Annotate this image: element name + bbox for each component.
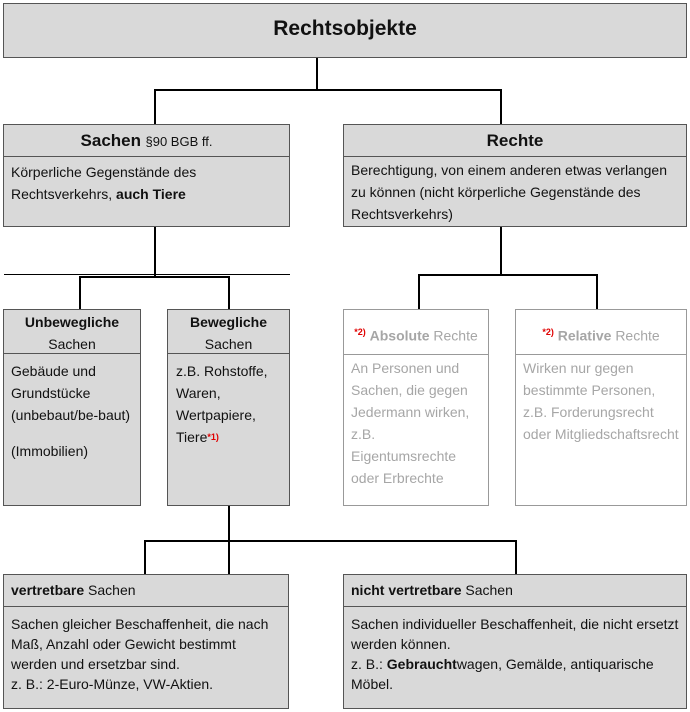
absolut-box: *2) Absolute Rechte An Personen und Sach… <box>343 309 489 506</box>
relativ-box: *2) Relative Rechte Wirken nur gegen bes… <box>515 309 687 506</box>
sachen-box: Sachen §90 BGB ff. Körperliche Gegenstän… <box>3 124 290 227</box>
sachen-title: Sachen <box>80 131 142 150</box>
unbeweglich-desc-2: (Immobilien) <box>11 443 89 459</box>
rechte-description: Berechtigung, von einem anderen etwas ve… <box>351 162 667 222</box>
nicht-vertretbar-desc-2-pre: z. B.: <box>351 656 387 672</box>
connector-to-sachen <box>154 89 156 124</box>
unbeweglich-subtitle: Sachen <box>48 336 96 352</box>
vertretbar-desc-2: z. B.: 2-Euro-Münze, VW-Aktien. <box>11 676 214 692</box>
connector-root-down <box>316 57 318 91</box>
relativ-subtitle: Rechte <box>615 327 660 344</box>
connector-sachen-split <box>79 276 230 278</box>
connector-beweglich-split <box>144 540 517 542</box>
footnote-mark-2a: *2) <box>354 327 366 337</box>
connector-to-vertretbar <box>144 540 146 574</box>
absolut-header: *2) Absolute Rechte <box>344 310 488 355</box>
nicht-vertretbar-desc-2-post: wagen, Gemälde, antiquarische Möbel. <box>351 656 654 692</box>
connector-to-relativ <box>596 274 598 309</box>
unbeweglich-box: Unbewegliche Sachen Gebäude und Grundstü… <box>3 309 141 506</box>
rechte-box: Rechte Berechtigung, von einem anderen e… <box>343 124 687 227</box>
connector-root-horizontal <box>154 89 502 91</box>
nicht-vertretbar-subtitle: Sachen <box>465 582 513 598</box>
sachen-desc-bold: auch Tiere <box>116 186 186 202</box>
sachen-description: Körperliche Gegenstände des Rechtsverkeh… <box>4 157 289 226</box>
connector-to-nicht-vertretbar <box>515 540 517 574</box>
absolut-title: Absolute <box>369 327 430 344</box>
nicht-vertretbar-header: nicht vertretbare Sachen <box>344 575 686 607</box>
nicht-vertretbar-description: Sachen individueller Beschaffenheit, die… <box>344 607 686 708</box>
sachen-ref: §90 BGB ff. <box>145 134 213 149</box>
footnote-mark-1: *1) <box>207 432 219 442</box>
rechte-header: Rechte <box>344 125 686 157</box>
unbeweglich-header: Unbewegliche Sachen <box>4 310 140 354</box>
vertretbar-title: vertretbare <box>11 582 85 598</box>
relativ-title: Relative <box>557 327 612 344</box>
connector-sachen-down <box>154 226 156 276</box>
beweglich-header: Bewegliche Sachen <box>168 310 289 354</box>
vertretbar-subtitle: Sachen <box>88 582 136 598</box>
connector-rechte-down <box>500 226 502 276</box>
vertretbar-description: Sachen gleicher Beschaffenheit, die nach… <box>4 607 288 708</box>
beweglich-box: Bewegliche Sachen z.B. Rohstoffe, Waren,… <box>167 309 290 506</box>
vertretbar-box: vertretbare Sachen Sachen gleicher Besch… <box>3 574 289 709</box>
relativ-header: *2) Relative Rechte <box>516 310 686 355</box>
connector-to-unbeweglich <box>79 276 81 309</box>
unbeweglich-desc-1: Gebäude und Grundstücke (unbebaut/be-bau… <box>11 363 131 423</box>
connector-rechte-split <box>418 274 598 276</box>
nicht-vertretbar-title: nicht vertretbare <box>351 582 462 598</box>
nicht-vertretbar-desc-2-bold: Gebraucht <box>386 656 457 672</box>
unbeweglich-description: Gebäude und Grundstücke (unbebaut/be-bau… <box>4 354 140 505</box>
rechte-title: Rechte <box>486 131 544 150</box>
sachen-desc-text: Körperliche Gegenstände des Rechtsverkeh… <box>11 164 197 202</box>
nicht-vertretbar-box: nicht vertretbare Sachen Sachen individu… <box>343 574 687 709</box>
beweglich-description: z.B. Rohstoffe, Waren, Wertpapiere, Tier… <box>168 354 289 505</box>
nicht-vertretbar-desc-1: Sachen individueller Beschaffenheit, die… <box>351 616 679 652</box>
relativ-description: Wirken nur gegen bestimmte Personen, z.B… <box>523 360 679 442</box>
beweglich-desc: z.B. Rohstoffe, Waren, Wertpapiere, Tier… <box>176 363 268 445</box>
footnote-mark-2b: *2) <box>542 327 554 337</box>
absolut-subtitle: Rechte <box>433 327 478 344</box>
vertretbar-header: vertretbare Sachen <box>4 575 288 607</box>
beweglich-subtitle: Sachen <box>204 336 253 352</box>
connector-to-absolut <box>418 274 420 309</box>
nicht-vertretbar-desc-2: z. B.: Gebrauchtwagen, Gemälde, antiquar… <box>351 654 679 694</box>
absolut-description: An Personen und Sachen, die gegen Jederm… <box>351 360 470 486</box>
beweglich-title: Bewegliche <box>189 314 268 330</box>
root-box: Rechtsobjekte <box>3 3 687 58</box>
root-title: Rechtsobjekte <box>273 17 417 40</box>
vertretbar-desc-1: Sachen gleicher Beschaffenheit, die nach… <box>11 616 269 672</box>
unbeweglich-title: Unbewegliche <box>24 314 120 330</box>
sachen-header: Sachen §90 BGB ff. <box>4 125 289 157</box>
separator-line <box>4 274 290 275</box>
connector-to-rechte <box>500 89 502 124</box>
connector-to-beweglich <box>228 276 230 309</box>
